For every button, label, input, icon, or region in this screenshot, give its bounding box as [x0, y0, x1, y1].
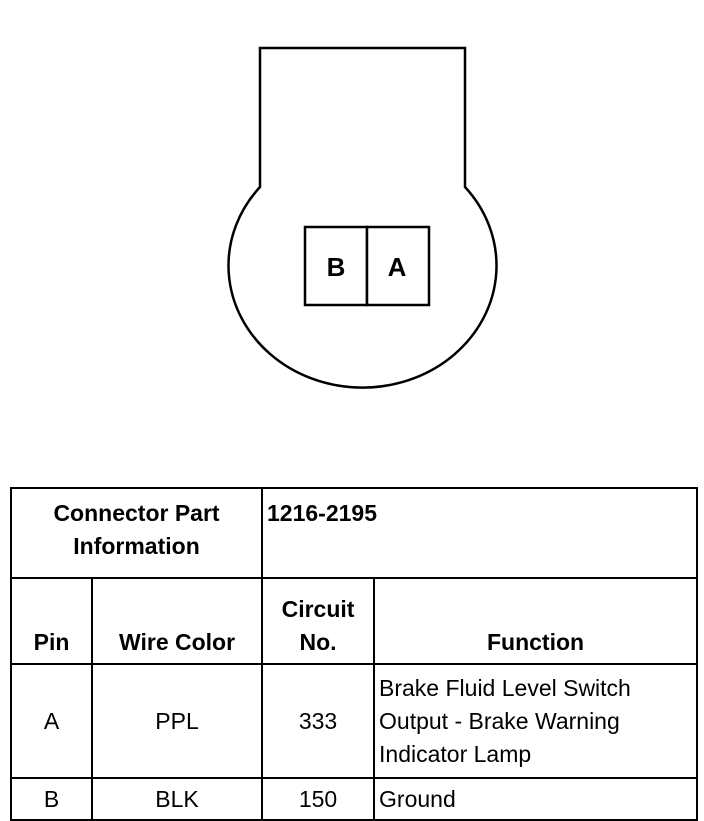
- part-info-label: Connector Part Information: [9, 487, 264, 579]
- circuit-cell: 150: [261, 777, 376, 821]
- table-row: A PPL 333 Brake Fluid Level Switch Outpu…: [10, 663, 699, 779]
- connector-info-table: Connector Part Information 1216-2195 Pin…: [9, 487, 699, 821]
- circuit-header: Circuit No.: [261, 577, 376, 665]
- pin-cavity-b: [303, 225, 369, 307]
- function-cell: Ground: [373, 777, 699, 821]
- pin-cell: A: [10, 663, 93, 779]
- function-cell: Brake Fluid Level Switch Output - Brake …: [373, 663, 699, 779]
- connector-outline: [227, 46, 498, 389]
- pin-cell: B: [10, 777, 93, 821]
- function-header: Function: [373, 577, 699, 665]
- part-number: 1216-2195: [261, 487, 699, 579]
- pin-cavity-a: [365, 225, 431, 307]
- wire-color-header: Wire Color: [90, 577, 264, 665]
- wire-color-cell: BLK: [90, 777, 264, 821]
- pin-label-a: A: [388, 252, 407, 282]
- part-info-row: Connector Part Information 1216-2195: [9, 487, 699, 579]
- pin-label-b: B: [327, 252, 346, 282]
- table-row: B BLK 150 Ground: [10, 777, 699, 821]
- circuit-cell: 333: [261, 663, 376, 779]
- column-header-row: Pin Wire Color Circuit No. Function: [10, 577, 699, 665]
- pin-header: Pin: [10, 577, 93, 665]
- wire-color-cell: PPL: [90, 663, 264, 779]
- connector-face-diagram: B A: [227, 46, 498, 389]
